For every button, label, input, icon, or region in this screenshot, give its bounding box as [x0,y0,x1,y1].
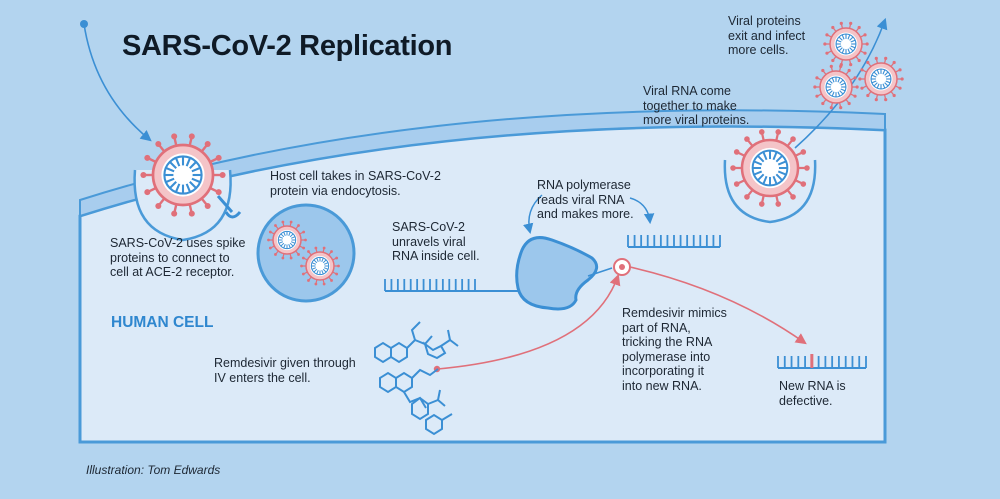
human-cell-label: HUMAN CELL [111,314,214,331]
remdesivir-target-marker [613,258,631,276]
vesicle-virus-group [267,220,340,286]
virus-assembling [730,129,810,207]
polymerase-arrow-left [523,194,543,235]
viral-rna-label: Viral RNA come together to make more vir… [643,84,750,127]
vesicle-virus-2 [300,246,340,286]
entry-arrow [83,23,152,142]
defect-arrow [629,266,807,345]
polymerase-arrow-right [629,197,655,225]
virus-entering [140,133,226,217]
defective-label: New RNA is defective. [779,379,846,408]
defective-rna-strand [777,354,867,369]
ace2-receptor [216,195,242,219]
page-title: SARS-CoV-2 Replication [122,30,453,62]
virus-group [140,21,904,217]
virus-exiting-2 [813,64,859,110]
rna-polymerase [515,236,599,311]
unravels-label: SARS-CoV-2 unravels viral RNA inside cel… [392,220,480,263]
virus-exiting-1 [823,21,869,67]
mimics-label: Remdesivir mimics part of RNA, tricking … [622,306,727,393]
new-rna-strand [627,235,721,248]
illustration-credit: Illustration: Tom Edwards [86,463,221,477]
exit-label: Viral proteins exit and infect more cell… [728,14,806,57]
polymerase-label: RNA polymerase reads viral RNA and makes… [537,178,634,221]
spike-label: SARS-CoV-2 uses spike proteins to connec… [110,236,246,279]
virus-exiting-3 [858,56,904,102]
remdesivir-arrow-in [437,273,621,370]
unraveled-rna-strand [384,279,476,292]
remdesivir-iv-label: Remdesivir given through IV enters the c… [214,356,356,385]
cell-membrane [79,109,886,218]
polymerase-connector [587,267,613,277]
endosome-vesicle [256,203,356,303]
endocytosis-label: Host cell takes in SARS-CoV-2 protein vi… [270,169,441,198]
remdesivir-molecule [374,321,459,436]
vesicle-virus-1 [267,220,307,260]
